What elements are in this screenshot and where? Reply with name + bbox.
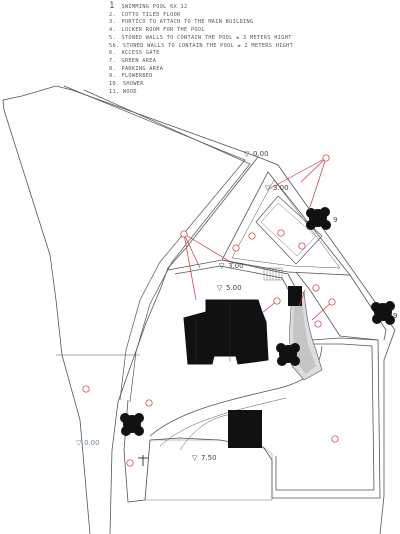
parking-area <box>144 439 273 501</box>
tree-1-tag: 9 <box>333 216 337 224</box>
tree-2-tag: 9 <box>393 312 397 320</box>
annotation-leaders <box>183 157 333 321</box>
legend-item: 6. ACCESS GATE <box>109 50 160 57</box>
svg-text:▽: ▽ <box>217 284 223 292</box>
property-boundary <box>2 85 396 534</box>
swimming-pool <box>255 195 323 265</box>
legend-item: 5. STONED WALLS TO CONTAIN THE POOL ± 3 … <box>109 34 292 41</box>
shower <box>138 455 148 466</box>
garden-terrace <box>123 259 381 503</box>
garage <box>228 410 262 448</box>
legend-item: 9. FLOWERBED <box>109 73 153 80</box>
svg-text:▽: ▽ <box>265 184 271 192</box>
legend-item: 7. GREEN AREA <box>109 57 157 64</box>
stairs <box>263 267 283 281</box>
svg-text:▽: ▽ <box>76 439 82 447</box>
level-5-label: 5.00 <box>226 284 242 292</box>
tree-2 <box>371 301 395 325</box>
svg-text:▽: ▽ <box>219 262 225 270</box>
legend-item: 10. SHOWER <box>109 81 144 88</box>
access-road <box>63 85 251 403</box>
annotation-markers <box>82 154 339 467</box>
legend-item: 2. COTTO TILED FLOOR <box>109 11 181 18</box>
level-markers: ▽ 0.00 ▽ 3.00 ▽ 3.00 ▽ 5.00 ▽ 7.50 ▽ 0.0… <box>76 150 289 462</box>
locker-room <box>288 286 302 306</box>
level-3-lower-label: 3.00 <box>228 262 244 270</box>
main-building <box>183 299 269 365</box>
legend-item: 11. WOOD <box>109 88 137 95</box>
legend-item: 8. PARKING AREA <box>109 65 164 72</box>
level-3-upper-label: 3.00 <box>273 184 289 192</box>
legend-item: 3. PORTICO TO ATTACH TO THE MAIN BUILDIN… <box>109 19 254 26</box>
legend-item: 4. LOCKER ROOM FOR THE POOL <box>109 27 205 34</box>
legend-item: 5b. STONED WALLS TO CONTAIN THE POOL ± 2… <box>109 42 294 49</box>
svg-text:▽: ▽ <box>244 150 250 158</box>
level-7-50-label: 7.50 <box>201 454 217 462</box>
tree-1 <box>306 207 331 230</box>
legend-item: 1 SWIMMING POOL 6X 12 <box>109 1 188 11</box>
level-0-left-label: 0.00 <box>84 439 100 447</box>
tree-3 <box>276 343 300 366</box>
pool-terrace <box>221 171 387 341</box>
legend: 1 SWIMMING POOL 6X 12 2. COTTO TILED FLO… <box>109 1 294 96</box>
tree-4 <box>120 413 144 436</box>
level-0-label: 0.00 <box>253 150 269 158</box>
svg-text:▽: ▽ <box>192 454 198 462</box>
